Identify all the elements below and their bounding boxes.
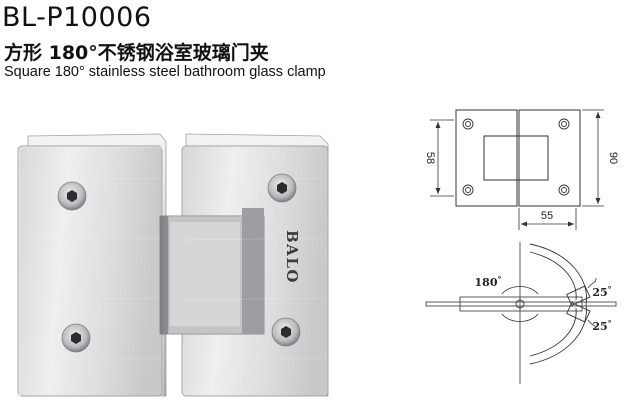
screw-bottom-left-icon (61, 323, 91, 353)
dimension-58-label: 58 (424, 152, 436, 164)
product-photo: BALO (17, 133, 329, 398)
product-model: BL-P10006 (2, 2, 152, 33)
dimension-drawing-front: 58 90 55 (424, 109, 619, 230)
angle-180-label: 180° (475, 274, 502, 289)
brand-logo: BALO (283, 230, 301, 284)
dimension-55-label: 55 (541, 210, 553, 222)
dimension-90-label: 90 (607, 152, 619, 164)
screw-bottom-right-icon (271, 317, 301, 347)
product-title-english: Square 180° stainless steel bathroom gla… (4, 64, 326, 80)
screw-top-right-icon (267, 173, 297, 203)
angle-25-down-label: 25° (592, 318, 611, 333)
rotation-angle-drawing: 180° 25° 25° (425, 242, 617, 384)
left-clamp-plate (17, 133, 167, 398)
hinge-knuckle (159, 207, 265, 335)
product-title-chinese: 方形 180°不锈钢浴室玻璃门夹 (4, 42, 269, 64)
angle-25-up-label: 25° (592, 284, 611, 299)
screw-top-left-icon (57, 181, 87, 211)
